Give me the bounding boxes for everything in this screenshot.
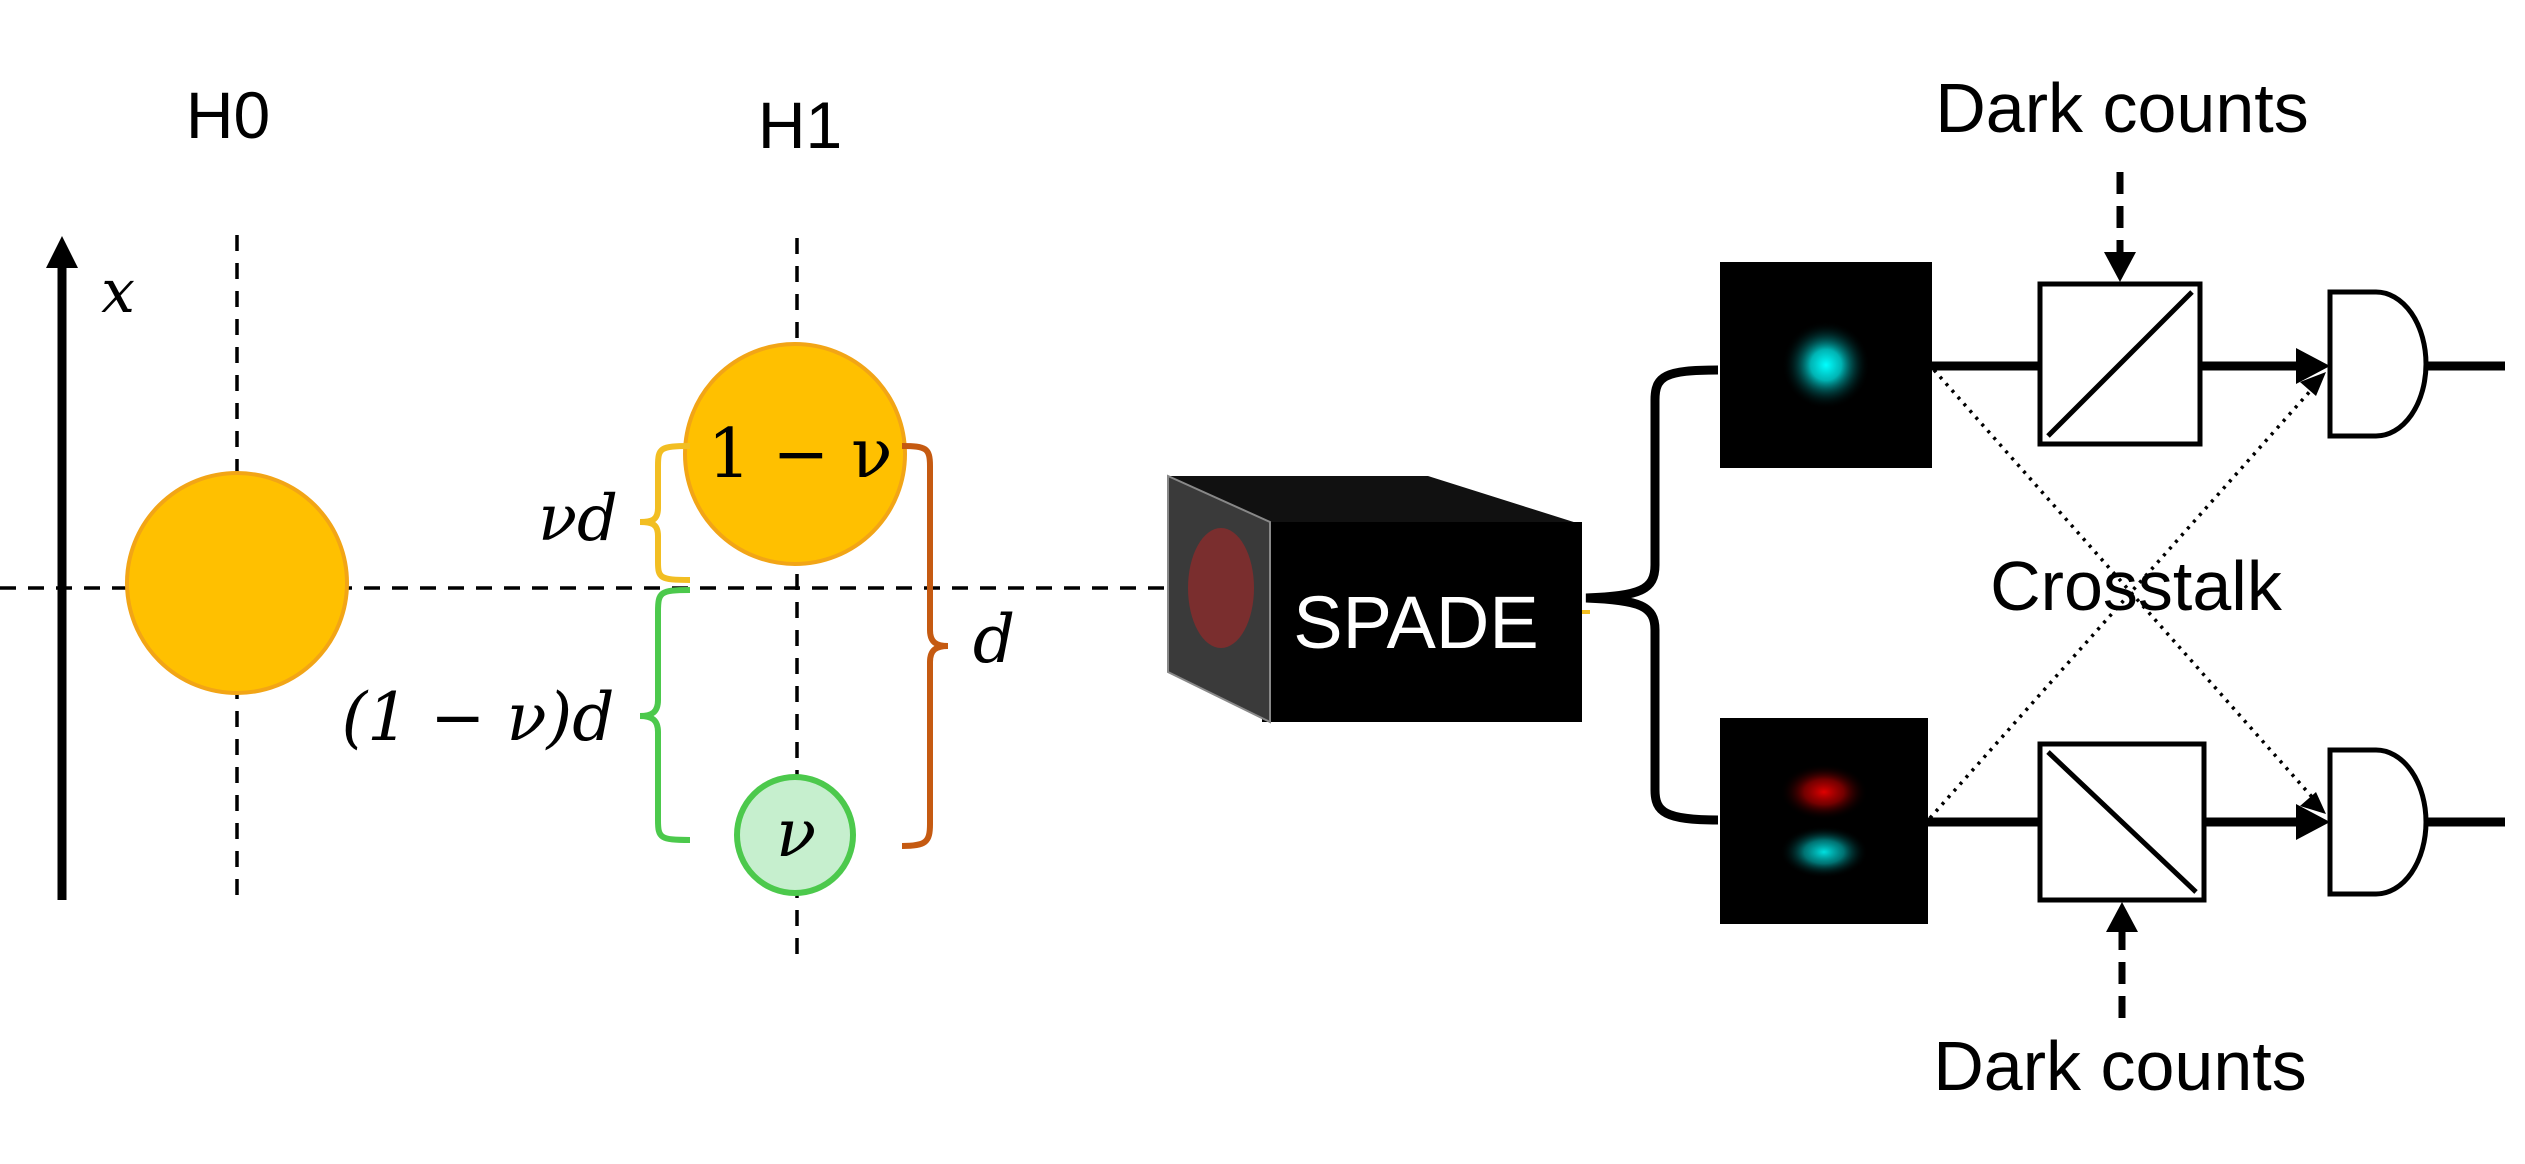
dark-counts-bottom-arrowhead <box>2106 902 2138 932</box>
dark-counts-bottom-label: Dark counts <box>1933 1027 2306 1105</box>
mode-image-bottom <box>1720 718 1928 924</box>
brace-one-minus-nu-d-label: (1 − ν)d <box>341 679 614 756</box>
spade-label: SPADE <box>1293 581 1538 664</box>
mode-bottom-cyan-spot <box>1780 826 1868 878</box>
h1-weak-source-label: ν <box>776 795 816 872</box>
bottom-channel-arrowhead <box>2296 804 2330 840</box>
top-detector <box>2327 289 2429 439</box>
h1-bright-source-circle <box>683 342 907 566</box>
spade-device: SPADE <box>1167 474 1582 724</box>
x-axis-label: x <box>101 257 135 327</box>
mode-bottom-red-spot <box>1780 764 1868 820</box>
h0-source-circle <box>125 471 349 695</box>
dark-counts-top-label: Dark counts <box>1935 69 2308 147</box>
top-beamsplitter-diagonal <box>2046 290 2194 438</box>
h0-label: H0 <box>186 78 270 152</box>
dark-counts-top-arrowhead <box>2104 252 2136 282</box>
mode-top-cyan-spot <box>1782 321 1870 409</box>
h1-weak-source-circle <box>734 774 856 896</box>
brace-nu-d-label: νd <box>538 482 618 556</box>
x-axis-arrowhead <box>46 236 78 268</box>
spade-aperture <box>1188 528 1254 648</box>
bottom-detector <box>2327 747 2429 897</box>
top-channel-arrowhead <box>2296 348 2330 384</box>
h1-bright-source-label: 1 − ν <box>708 415 893 494</box>
bottom-beamsplitter-diagonal <box>2046 750 2198 894</box>
spade-top-face <box>1168 476 1580 524</box>
output-split-brace <box>1585 365 1719 825</box>
crosstalk-arrow-up <box>1928 378 2322 820</box>
spade-body <box>1262 522 1582 722</box>
crosstalk-arrowhead-up <box>2300 372 2326 396</box>
h1-label: H1 <box>758 88 842 162</box>
brace-d <box>901 443 949 849</box>
brace-nu-d <box>639 443 691 583</box>
brace-one-minus-nu-d <box>639 587 691 843</box>
crosstalk-arrowhead-down <box>2300 792 2326 814</box>
crosstalk-label: Crosstalk <box>1990 547 2283 625</box>
brace-d-label: d <box>973 601 1015 678</box>
